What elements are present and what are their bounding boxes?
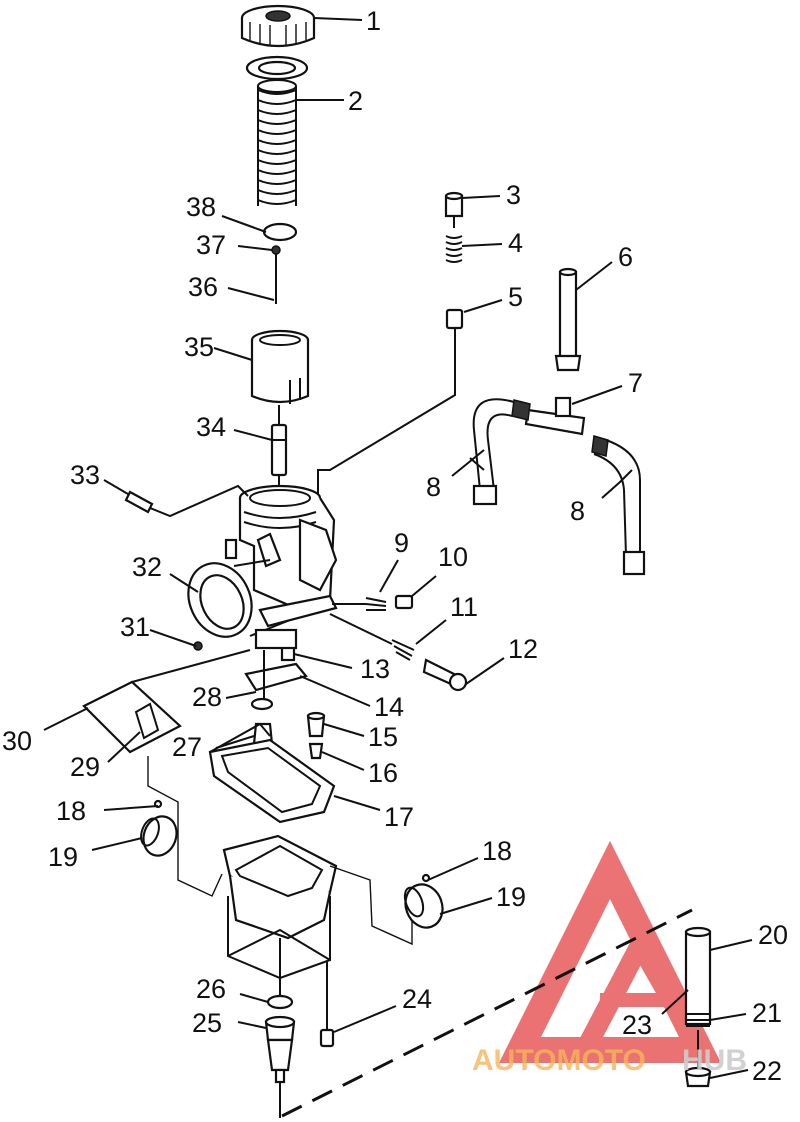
float-plate bbox=[82, 649, 251, 754]
label-11: 11 bbox=[450, 592, 478, 622]
leader-line-float-right bbox=[329, 865, 413, 946]
bowl-screw bbox=[319, 962, 335, 1048]
needle-jet bbox=[270, 405, 288, 492]
label-12: 12 bbox=[508, 634, 538, 664]
label-19-left: 19 bbox=[48, 842, 78, 872]
vent-hose-right bbox=[593, 439, 646, 576]
label-33: 33 bbox=[70, 460, 100, 490]
label-10: 10 bbox=[438, 542, 468, 572]
label-15: 15 bbox=[368, 722, 398, 752]
needle-e-clip bbox=[271, 245, 281, 255]
leader-line-float-left bbox=[147, 756, 223, 897]
label-2: 2 bbox=[348, 86, 363, 116]
label-27: 27 bbox=[172, 732, 202, 762]
air-screw bbox=[329, 613, 468, 692]
label-5: 5 bbox=[508, 282, 523, 312]
label-28: 28 bbox=[192, 682, 222, 712]
label-8-right: 8 bbox=[570, 496, 585, 526]
alignment-dashes bbox=[281, 908, 693, 1118]
float-right bbox=[403, 873, 444, 929]
label-22: 22 bbox=[752, 1056, 782, 1086]
throttle-spring bbox=[257, 79, 297, 206]
watermark-logo bbox=[498, 840, 722, 1063]
label-37: 37 bbox=[196, 230, 226, 260]
label-4: 4 bbox=[508, 228, 523, 258]
watermark-text-b: HUB bbox=[682, 1044, 747, 1077]
label-16: 16 bbox=[368, 758, 398, 788]
label-7: 7 bbox=[628, 368, 643, 398]
label-18-left: 18 bbox=[56, 796, 86, 826]
label-13: 13 bbox=[360, 654, 390, 684]
label-35: 35 bbox=[184, 332, 214, 362]
label-20: 20 bbox=[758, 920, 788, 950]
label-19-right: 19 bbox=[496, 882, 526, 912]
float-left bbox=[140, 799, 178, 857]
label-14: 14 bbox=[374, 692, 404, 722]
label-25: 25 bbox=[192, 1008, 222, 1038]
vent-tube bbox=[554, 267, 582, 372]
label-29: 29 bbox=[70, 752, 100, 782]
label-9: 9 bbox=[394, 528, 409, 558]
label-8-left: 8 bbox=[426, 472, 441, 502]
label-1: 1 bbox=[366, 6, 381, 36]
label-32: 32 bbox=[132, 552, 162, 582]
idle-screw bbox=[124, 484, 249, 518]
throttle-slide bbox=[250, 329, 310, 404]
label-34: 34 bbox=[196, 412, 226, 442]
label-26: 26 bbox=[196, 974, 226, 1004]
leader-lines bbox=[43, 17, 753, 1079]
vent-hose-left bbox=[472, 398, 515, 506]
label-38: 38 bbox=[186, 192, 216, 222]
carb-top-cap bbox=[240, 4, 316, 48]
label-30: 30 bbox=[2, 726, 32, 756]
needle-clip-plate bbox=[262, 222, 298, 242]
watermark-text: AUTOMOTO HUB bbox=[472, 1044, 747, 1077]
part-number-labels: 1 2 3 4 5 6 7 8 8 9 10 11 12 13 14 15 16… bbox=[2, 6, 788, 1086]
label-23: 23 bbox=[622, 1010, 652, 1040]
adjuster-screw bbox=[332, 594, 414, 611]
float-bowl bbox=[222, 834, 338, 980]
main-jet bbox=[306, 711, 326, 760]
tee-fitting bbox=[511, 396, 609, 457]
label-6: 6 bbox=[618, 242, 633, 272]
label-18-right: 18 bbox=[482, 836, 512, 866]
float-arm bbox=[244, 628, 308, 692]
drain-tube-assembly bbox=[684, 926, 712, 1088]
label-36: 36 bbox=[188, 272, 218, 302]
label-24: 24 bbox=[402, 984, 432, 1014]
watermark-text-a: AUTOMOTO bbox=[472, 1044, 646, 1077]
float-bowl-gasket bbox=[208, 722, 336, 824]
drain-plug bbox=[264, 938, 296, 1118]
label-21: 21 bbox=[752, 998, 782, 1028]
label-31: 31 bbox=[120, 612, 150, 642]
label-3: 3 bbox=[506, 180, 521, 210]
label-17: 17 bbox=[384, 802, 414, 832]
carburetor-body bbox=[187, 484, 338, 638]
